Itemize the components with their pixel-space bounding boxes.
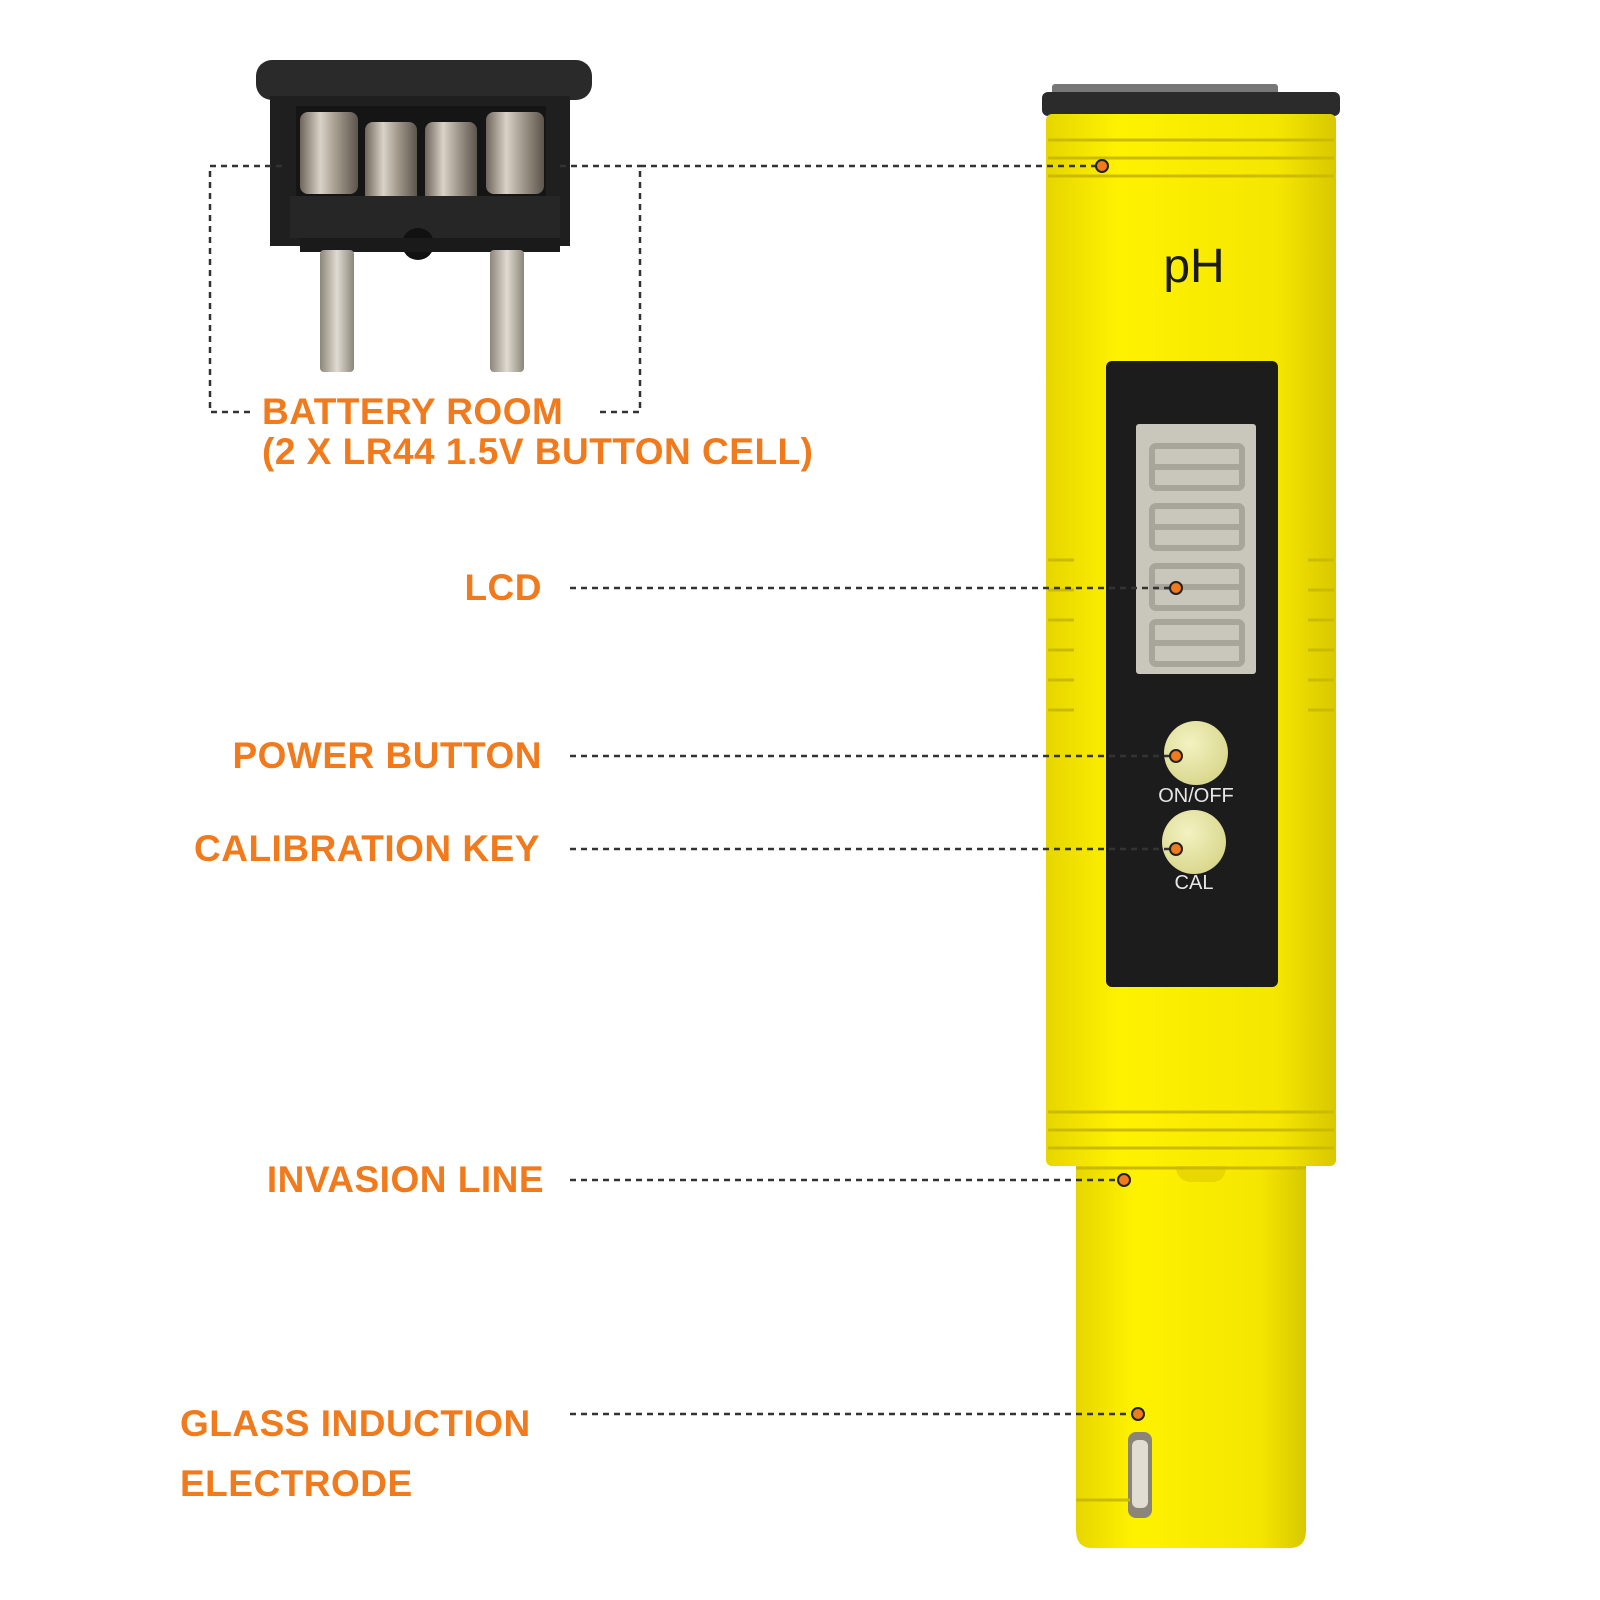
cal-button-label: CAL (1175, 872, 1214, 894)
power-button-callout-label: POWER BUTTON (232, 735, 542, 776)
callout-dot-icon (1131, 1407, 1145, 1421)
glass-electrode-label: GLASS INDUCTION ELECTRODE (180, 1394, 531, 1514)
battery-room-spec: (2 X LR44 1.5V BUTTON CELL) (262, 431, 814, 472)
callout-dot-icon (1117, 1173, 1131, 1187)
glass-electrode-title: GLASS INDUCTION (180, 1403, 531, 1444)
calibration-key-label: CALIBRATION KEY (194, 828, 540, 869)
battery-bracket-leader (208, 164, 284, 414)
cap-grip-ribs (1048, 138, 1334, 178)
leader-lines (208, 164, 1176, 1416)
bottom-grip-ribs (1048, 1110, 1334, 1150)
callout-dot-icon (1169, 581, 1183, 595)
power-button[interactable] (1164, 721, 1228, 785)
battery-room-title: BATTERY ROOM (262, 391, 564, 432)
lcd-segment-digits (1149, 443, 1245, 667)
power-button-label: ON/OFF (1158, 785, 1234, 807)
battery-link-leader (600, 164, 1102, 414)
brand-label: pH (1163, 240, 1224, 293)
lcd-label: LCD (464, 567, 542, 608)
battery-tray-photo (256, 60, 592, 372)
callout-dot-icon (1095, 159, 1109, 173)
cal-button[interactable] (1162, 810, 1226, 874)
callout-dot-icons (1095, 159, 1183, 1421)
glass-electrode-subtitle: ELECTRODE (180, 1463, 413, 1504)
battery-room-label: BATTERY ROOM (2 X LR44 1.5V BUTTON CELL) (262, 392, 813, 472)
probe-housing (1076, 1166, 1306, 1548)
callout-dot-icon (1169, 842, 1183, 856)
side-grip-ribs (1048, 558, 1334, 712)
ph-meter-body: pH ON/OFF CAL (1042, 84, 1340, 1548)
callout-dot-icon (1169, 749, 1183, 763)
invasion-line-label: INVASION LINE (266, 1159, 544, 1200)
